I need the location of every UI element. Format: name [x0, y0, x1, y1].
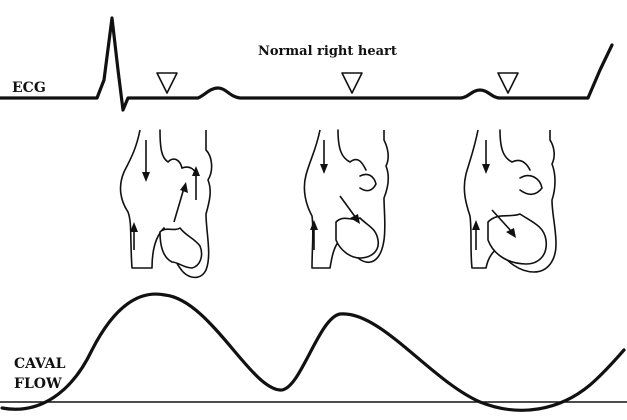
ecg-trace: [0, 18, 612, 110]
caval-flow-label-line2: FLOW: [14, 376, 62, 392]
timing-marker-2: [342, 73, 362, 93]
heart-sketch-1: [121, 130, 212, 277]
diagram-title: Normal right heart: [258, 44, 397, 59]
timing-marker-3: [498, 73, 518, 93]
heart-sketch-3: [464, 130, 556, 272]
ecg-label: ECG: [12, 80, 46, 96]
caval-flow-trace: [2, 294, 624, 410]
heart-sketch-2: [304, 130, 388, 268]
caval-flow-label-line1: CAVAL: [14, 356, 66, 372]
timing-marker-1: [157, 73, 177, 93]
